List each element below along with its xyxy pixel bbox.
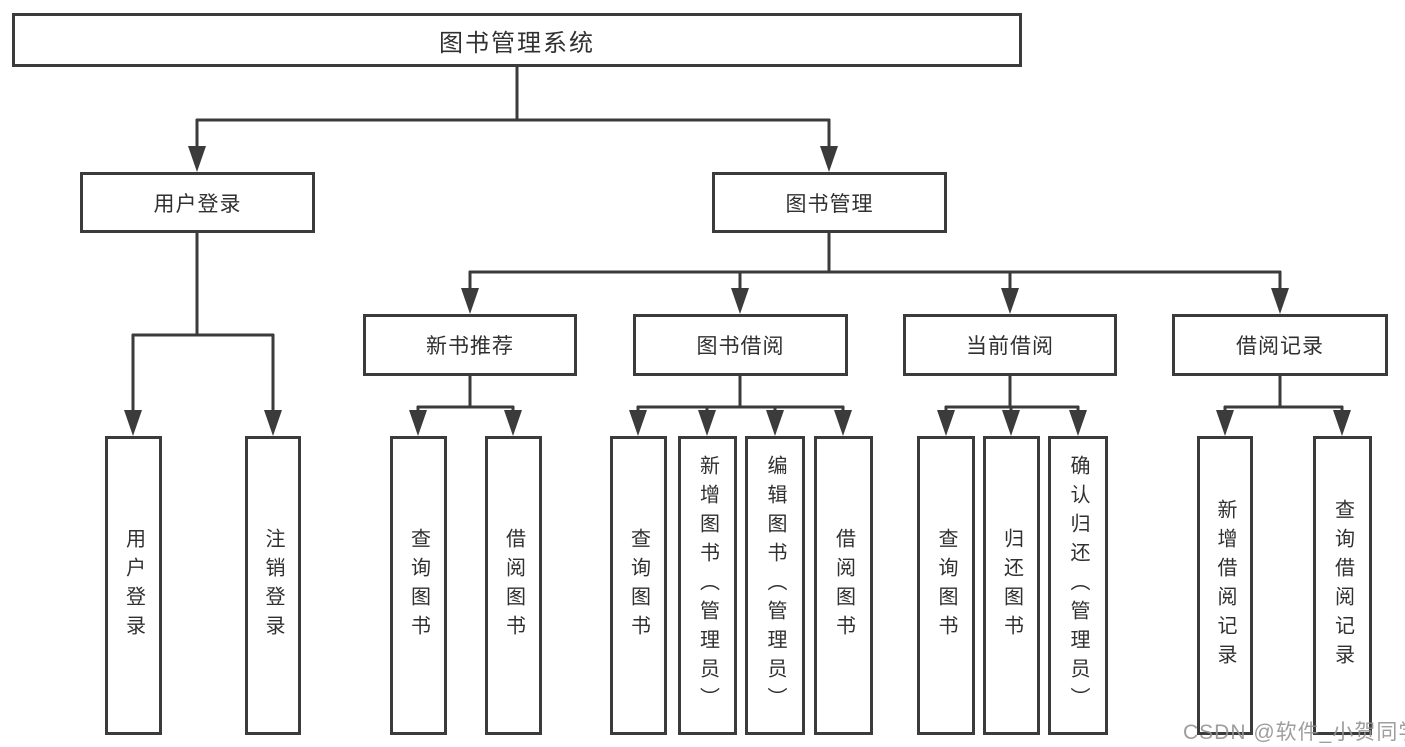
node-leaf-br-add-record-label: 新增借阅记录	[1214, 498, 1236, 673]
connector-bookmgmt-to-level3	[468, 233, 1282, 310]
node-leaf-user-login-label: 用户登录	[122, 527, 145, 644]
node-root-label: 图书管理系统	[439, 29, 595, 57]
node-leaf-logout: 注销登录	[245, 436, 301, 735]
arrowhead	[820, 146, 838, 172]
node-book-management: 图书管理	[712, 172, 947, 233]
node-leaf-br-add-record: 新增借阅记录	[1197, 436, 1253, 735]
node-leaf-logout-label: 注销登录	[262, 527, 284, 644]
node-current-borrowing: 当前借阅	[903, 314, 1117, 376]
arrowheads	[124, 146, 1351, 436]
node-book-borrowing: 图书借阅	[633, 314, 848, 376]
arrowhead	[264, 410, 282, 436]
node-leaf-bb-query-books-label: 查询图书	[627, 527, 650, 644]
node-leaf-bb-add-books-admin-label: 新增图书（管理员）	[696, 455, 719, 716]
arrowhead	[766, 410, 784, 436]
arrowhead	[698, 410, 716, 436]
node-leaf-nb-query-books-label: 查询图书	[407, 527, 430, 644]
node-book-borrowing-label: 图书借阅	[696, 335, 785, 358]
connector-root-to-level2	[195, 66, 831, 168]
node-root: 图书管理系统	[12, 13, 1022, 67]
arrowhead	[629, 410, 647, 436]
arrowhead	[1333, 410, 1351, 436]
node-leaf-nb-borrow-books-label: 借阅图书	[502, 527, 525, 644]
node-leaf-nb-borrow-books: 借阅图书	[485, 436, 542, 735]
arrowhead	[409, 410, 427, 436]
node-leaf-bb-borrow-books: 借阅图书	[814, 436, 873, 735]
node-leaf-cb-query-books: 查询图书	[917, 436, 975, 735]
node-leaf-cb-return-books: 归还图书	[983, 436, 1040, 735]
node-user-login: 用户登录	[80, 172, 315, 233]
arrowhead	[504, 410, 522, 436]
arrowhead	[1069, 410, 1087, 436]
node-leaf-cb-query-books-label: 查询图书	[935, 527, 957, 644]
node-leaf-nb-query-books: 查询图书	[390, 436, 447, 735]
connector-userlogin-to-children	[131, 233, 275, 432]
connector-bookborrow-to-children	[636, 376, 845, 432]
node-leaf-cb-return-books-label: 归还图书	[1000, 527, 1023, 644]
node-leaf-bb-add-books-admin: 新增图书（管理员）	[678, 436, 737, 735]
arrowhead	[937, 410, 955, 436]
node-current-borrowing-label: 当前借阅	[966, 335, 1054, 358]
connector-newbooks-to-children	[416, 376, 515, 432]
arrowhead	[834, 410, 852, 436]
node-leaf-br-query-record: 查询借阅记录	[1313, 436, 1372, 735]
node-leaf-br-query-record-label: 查询借阅记录	[1331, 498, 1354, 673]
node-leaf-user-login: 用户登录	[105, 436, 162, 735]
arrowhead	[188, 146, 206, 172]
arrowhead	[124, 410, 142, 436]
node-leaf-bb-edit-books-admin: 编辑图书（管理员）	[745, 436, 805, 735]
node-borrowing-records-label: 借阅记录	[1236, 335, 1324, 358]
node-borrowing-records: 借阅记录	[1172, 314, 1388, 376]
node-user-login-label: 用户登录	[153, 192, 242, 216]
watermark: CSDN @软件_小贺同学	[1183, 721, 1405, 744]
arrowhead	[461, 288, 479, 314]
node-new-book-recommend-label: 新书推荐	[426, 335, 514, 358]
node-leaf-cb-confirm-return-admin-label: 确认归还（管理员）	[1067, 455, 1089, 716]
connector-borrowrecords-to-children	[1223, 376, 1344, 432]
arrowhead	[1002, 410, 1020, 436]
node-book-management-label: 图书管理	[785, 192, 874, 216]
node-leaf-bb-borrow-books-label: 借阅图书	[832, 527, 855, 644]
arrowhead	[731, 288, 749, 314]
arrowhead	[1271, 288, 1289, 314]
node-leaf-cb-confirm-return-admin: 确认归还（管理员）	[1048, 436, 1108, 735]
node-new-book-recommend: 新书推荐	[363, 314, 577, 376]
arrowhead	[1216, 410, 1234, 436]
node-leaf-bb-edit-books-admin-label: 编辑图书（管理员）	[764, 455, 786, 716]
node-leaf-bb-query-books: 查询图书	[610, 436, 667, 735]
arrowhead	[1001, 288, 1019, 314]
